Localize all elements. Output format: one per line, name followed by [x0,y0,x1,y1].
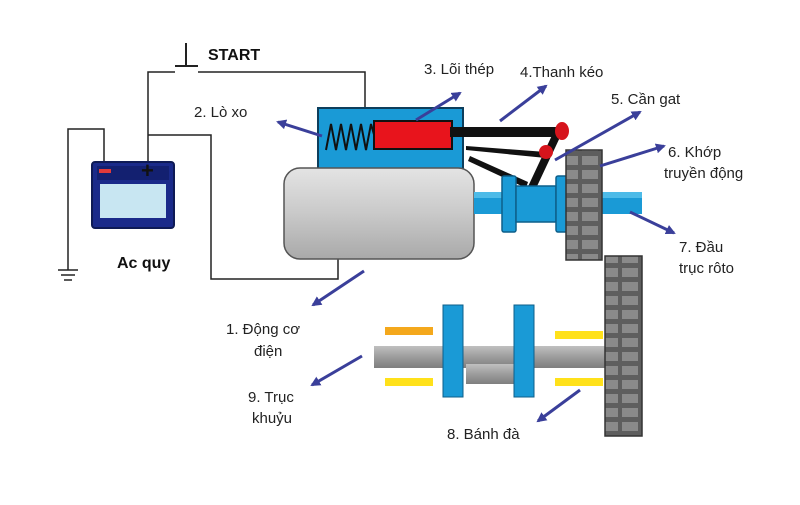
label-spring: 2. Lò xo [194,104,247,121]
crank-web-left [442,304,464,398]
pointer-arrows [276,84,676,423]
label-rotor-line2: trục rôto [679,260,734,277]
battery: + [91,158,175,229]
label-motor-line2: điện [254,343,282,360]
label-coupling-line1: 6. Khớp [668,144,721,161]
solenoid-housing [317,107,464,171]
label-steel-core: 3. Lõi thép [424,61,494,78]
label-motor-line1: 1. Động cơ [226,321,300,338]
label-pull-rod: 4.Thanh kéo [520,64,603,81]
ground-symbol [58,269,78,281]
plus-terminal: + [141,158,154,183]
label-coupling-line2: truyền động [664,165,743,182]
start-label: START [208,47,260,64]
crank-web-right [513,304,535,398]
label-flywheel: 8. Bánh đà [447,426,520,443]
label-crankshaft-line1: 9. Trục [248,389,294,406]
pinion-gear [565,149,603,261]
label-rotor-line1: 7. Đầu [679,239,723,256]
circuit-wiring [67,71,366,280]
minus-terminal [99,169,111,173]
start-switch [175,43,198,67]
steel-core [373,120,453,150]
drive-coupling [474,175,642,233]
battery-label: Ac quy [117,255,170,272]
crankshaft [374,304,606,398]
electric-motor [283,167,475,260]
label-crankshaft-line2: khuỷu [252,410,292,427]
spring [325,123,376,151]
label-lever: 5. Cần gat [611,91,681,108]
flywheel [604,255,643,437]
